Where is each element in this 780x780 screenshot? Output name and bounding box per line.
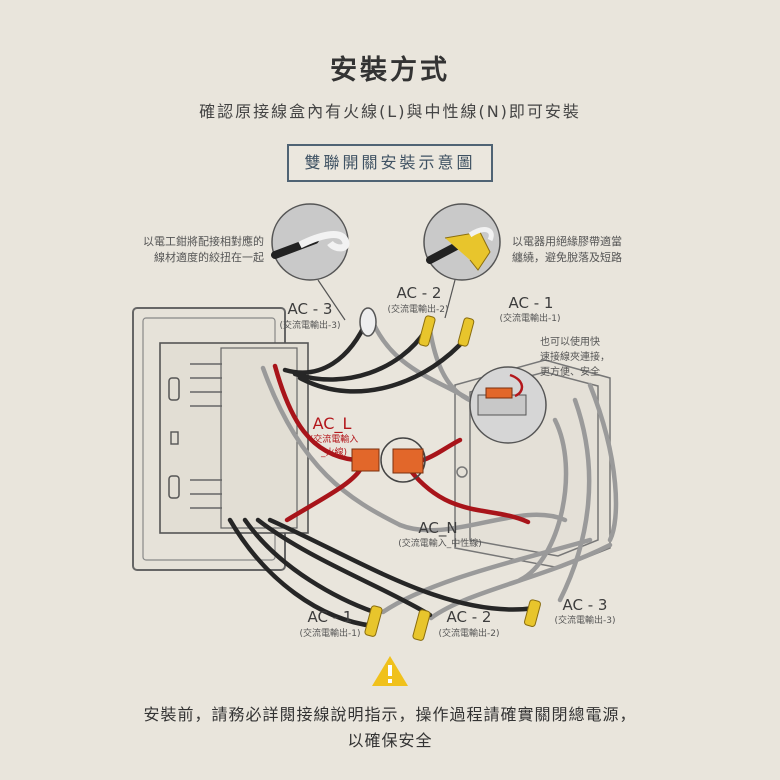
page-subtitle: 確認原接線盒內有火線(L)與中性線(N)即可安裝 xyxy=(199,102,581,121)
note-twist: 以電工鉗將配接相對應的 線材適度的絞扭在一起 xyxy=(143,235,264,264)
label-bottom-ac2: AC - 2 xyxy=(446,608,492,626)
note-quick-clip: 也可以使用快 速接線夾連接， 更方便、安全 xyxy=(540,337,610,378)
label-bottom-ac1-sub: (交流電輸出-1) xyxy=(299,629,361,639)
label-ac-n-sub: (交流電輸入_中性線) xyxy=(398,539,482,549)
safety-warning: 安裝前，請務必詳閱接線說明指示，操作過程請確實關閉總電源， 以確保安全 xyxy=(143,705,637,750)
label-top-ac3-sub: (交流電輸出-3) xyxy=(279,321,341,331)
quick-connectors xyxy=(351,437,426,483)
label-bottom-ac2-sub: (交流電輸出-2) xyxy=(438,629,500,639)
label-top-ac1-sub: (交流電輸出-1) xyxy=(499,314,561,324)
note-tape: 以電器用絕緣膠帶適當 纏繞，避免脫落及短路 xyxy=(512,235,622,264)
label-bottom-ac3-sub: (交流電輸出-3) xyxy=(554,616,616,626)
magnifier-right xyxy=(423,203,501,319)
label-ac-l: AC_L xyxy=(312,414,352,433)
label-ac-l-sub: (交流電輸入 _火線) xyxy=(309,435,359,458)
label-top-ac3: AC - 3 xyxy=(287,300,333,318)
label-top-ac1: AC - 1 xyxy=(508,294,554,312)
magnifier-left xyxy=(271,203,350,321)
diagram-title: 雙聯開關安裝示意圖 xyxy=(287,144,493,182)
label-bottom-ac3: AC - 3 xyxy=(562,596,608,614)
label-ac-n: AC_N xyxy=(418,519,458,537)
switch-panel xyxy=(132,307,309,571)
warning-icon xyxy=(372,656,408,686)
page-title: 安裝方式 xyxy=(330,55,450,86)
magnifier-connector xyxy=(469,366,547,444)
label-top-ac2-sub: (交流電輸出-2) xyxy=(387,305,449,315)
black-wires xyxy=(227,315,538,629)
label-bottom-ac1: AC - 1 xyxy=(307,608,353,626)
label-top-ac2: AC - 2 xyxy=(396,284,442,302)
wire-nuts xyxy=(364,315,541,641)
